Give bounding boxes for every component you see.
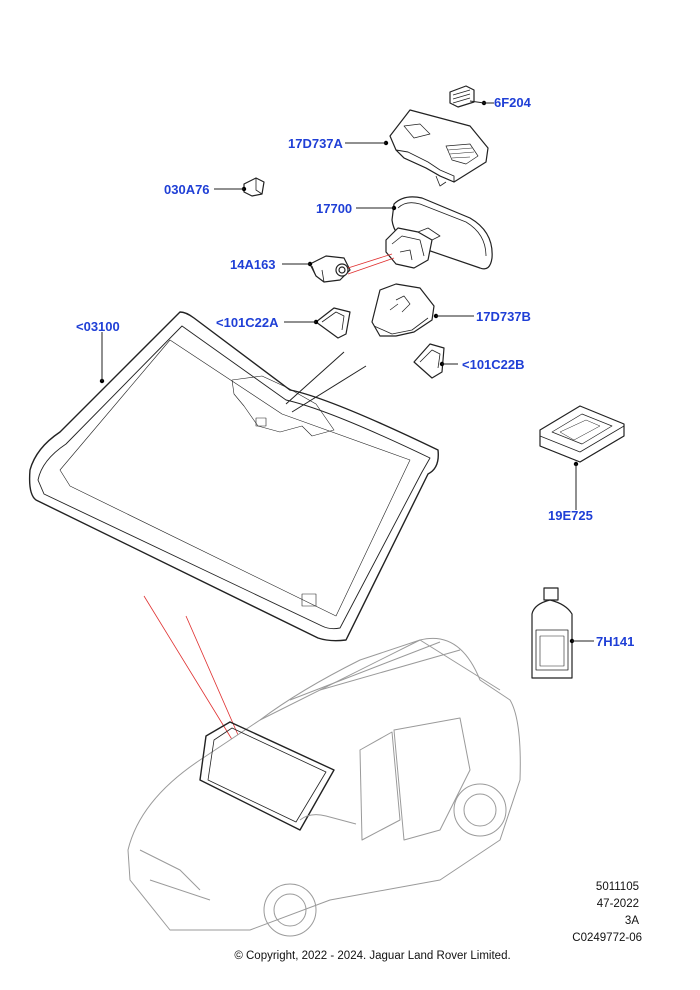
copyright-notice: © Copyright, 2022 - 2024. Jaguar Land Ro… <box>234 950 511 962</box>
label-030a76[interactable]: 030A76 <box>164 182 210 197</box>
label-17700[interactable]: 17700 <box>316 201 353 216</box>
bracket-101c22b <box>413 343 458 379</box>
bottle-7h141 <box>531 587 594 679</box>
label-03100[interactable]: <03100 <box>76 319 120 334</box>
camera-cover-17d737b <box>371 283 474 337</box>
windscreen-03100 <box>28 311 439 642</box>
label-6f204[interactable]: 6F204 <box>494 95 531 110</box>
illustration-date: 47-2022 <box>596 898 639 910</box>
label-101c22a[interactable]: <101C22A <box>216 315 279 330</box>
cover-17d737a <box>345 109 489 187</box>
mirror-17700 <box>356 196 493 270</box>
label-14a163[interactable]: 14A163 <box>230 257 276 272</box>
connector-14a163 <box>282 255 351 283</box>
illustration-number: 5011105 <box>595 881 639 893</box>
sensor-030a76 <box>214 177 265 197</box>
label-17d737b[interactable]: 17D737B <box>476 309 531 324</box>
bracket-101c22a <box>284 307 351 339</box>
label-19e725[interactable]: 19E725 <box>548 508 593 523</box>
label-101c22b[interactable]: <101C22B <box>462 357 525 372</box>
illustration-code: C0249772-06 <box>572 932 642 944</box>
clip-6f204 <box>449 85 494 108</box>
label-7h141[interactable]: 7H141 <box>596 634 635 649</box>
repair-kit-19e725 <box>539 405 625 510</box>
illustration-revision: 3A <box>624 915 639 927</box>
vehicle-outline <box>127 637 521 937</box>
label-17d737a[interactable]: 17D737A <box>288 136 343 151</box>
